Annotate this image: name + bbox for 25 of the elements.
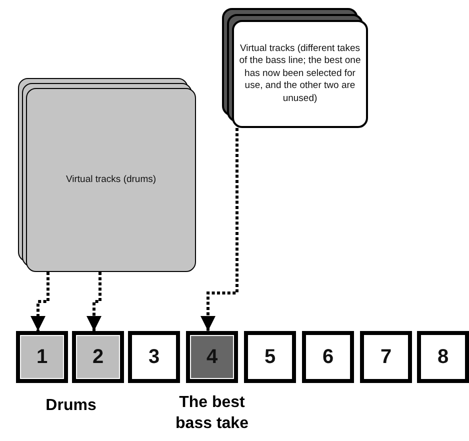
- track-number: 6: [322, 346, 334, 368]
- track-number: 3: [148, 346, 160, 368]
- dotted-arrow: [30, 272, 50, 331]
- track-box: [72, 331, 124, 383]
- track-number: 7: [380, 346, 392, 368]
- track-caption: The best bass take: [174, 393, 250, 434]
- dotted-arrow: [200, 128, 238, 331]
- track-number: 8: [437, 346, 449, 368]
- track-box: [128, 331, 180, 383]
- track-number: 4: [206, 346, 218, 368]
- track-number: 1: [36, 346, 48, 368]
- card-text: Virtual tracks (drums): [66, 174, 156, 186]
- card-stack: [222, 8, 368, 128]
- dotted-arrow: [86, 272, 102, 331]
- track-number: 2: [92, 346, 104, 368]
- card-stack: [18, 78, 196, 272]
- track-box: [186, 331, 238, 383]
- track-box: [360, 331, 412, 383]
- track-caption: Drums: [44, 396, 98, 416]
- card-text: Virtual tracks (different takes of the bass line; the best one has now been selected for use, and the other two are unused): [238, 43, 362, 105]
- track-box: [16, 331, 68, 383]
- track-box: [244, 331, 296, 383]
- track-box: [417, 331, 469, 383]
- track-box: [302, 331, 354, 383]
- track-number: 5: [264, 346, 276, 368]
